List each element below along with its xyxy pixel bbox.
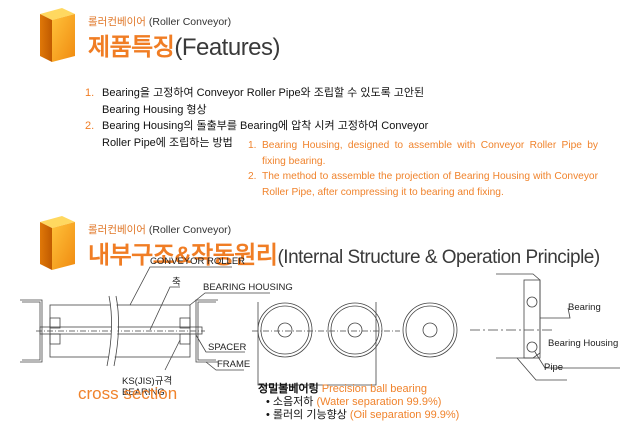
label-bearing: Bearing — [568, 302, 601, 313]
bearing-info: 정밀볼베어링 Precision ball bearing • 소음저하 (Wa… — [258, 383, 459, 422]
label-frame: FRAME — [217, 359, 251, 370]
label-spacer: SPACER — [208, 342, 247, 353]
label-pipe: Pipe — [544, 362, 564, 373]
bullet-item: • 소음저하 (Water separation 99.9%) — [266, 396, 442, 408]
subtitle-kr: 롤러컨베이어 — [88, 16, 146, 28]
cube-icon — [40, 8, 75, 62]
item-number: 2. — [85, 120, 95, 132]
item-text: Bearing Housing 형상 — [102, 103, 207, 116]
section1-subtitle: 롤러컨베이어 (Roller Conveyor) — [88, 14, 231, 29]
label-bearing-housing: BEARING HOUSING — [203, 282, 293, 293]
title-kr: 내부구조&작동원리 — [88, 242, 278, 269]
item-number: 1. — [85, 87, 95, 99]
bullet-item: • 롤러의 기능향상 (Oil separation 99.9%) — [266, 409, 460, 421]
title-kr: 정밀볼베어링 — [258, 383, 319, 395]
section2-subtitle: 롤러컨베이어 (Roller Conveyor) — [88, 222, 231, 237]
bullet-kr: 롤러의 기능향상 — [272, 409, 347, 421]
label-conveyor-roller: CONVEYOR ROLLER — [150, 256, 246, 267]
list-item: Bearing Housing 형상 — [85, 102, 428, 119]
label-ks-bearing: KS(JIS)규격 — [122, 376, 173, 387]
list-item: 1. Bearing Housing, designed to assemble … — [248, 138, 598, 169]
item-text: The method to assemble the projection of… — [262, 171, 598, 198]
list-item: 2. Bearing Housing의 돌출부를 Bearing에 압착 시켜 고… — [85, 118, 428, 135]
list-item: 1. Bearing을 고정하여 Conveyor Roller Pipe와 조립… — [85, 85, 428, 102]
cube-icon — [40, 216, 75, 270]
bullet-kr: 소음저하 — [272, 396, 314, 408]
subtitle-en: (Roller Conveyor) — [148, 224, 232, 236]
cross-section-caption: cross section — [78, 384, 178, 403]
item-number: 2. — [248, 171, 257, 183]
subtitle-en: (Roller Conveyor) — [148, 16, 232, 28]
roller-side-view — [252, 302, 555, 386]
subtitle-kr: 롤러컨베이어 — [88, 224, 146, 236]
features-list-kr: 1. Bearing을 고정하여 Conveyor Roller Pipe와 조립… — [85, 85, 428, 151]
title-en: (Internal Structure & Operation Principl… — [277, 247, 600, 268]
title-kr: 제품특징 — [88, 34, 175, 61]
list-item: Roller Pipe에 조립하는 방법 — [85, 135, 428, 152]
section1-title: 제품특징(Features) — [88, 27, 281, 62]
list-item: 2. The method to assemble the projection … — [248, 169, 598, 200]
cross-section-drawing — [20, 266, 270, 371]
features-list-en: 1. Bearing Housing, designed to assemble … — [248, 138, 598, 200]
label-bearing-housing-side: Bearing Housing — [548, 338, 619, 349]
title-en: (Features) — [174, 34, 281, 61]
bullet-en: (Oil separation 99.9%) — [349, 409, 460, 421]
bullet-en: (Water separation 99.9%) — [316, 396, 442, 408]
item-text: Bearing을 고정하여 Conveyor Roller Pipe와 조립할 … — [102, 87, 425, 99]
item-number: 1. — [248, 140, 257, 151]
label-shaft: 축 — [172, 277, 181, 288]
item-text: Bearing Housing, designed to assemble wi… — [262, 140, 598, 167]
bearing-detail-drawing — [496, 273, 620, 381]
section2-title: 내부구조&작동원리(Internal Structure & Operation… — [88, 235, 600, 270]
bearing-info-title: 정밀볼베어링 Precision ball bearing — [258, 383, 459, 396]
title-en: Precision ball bearing — [321, 383, 427, 395]
label-ks-bearing-2: BEARING — [122, 387, 165, 398]
item-text: Bearing Housing의 돌출부를 Bearing에 압착 시켜 고정하… — [102, 120, 429, 132]
item-text: Roller Pipe에 조립하는 방법 — [102, 136, 233, 149]
